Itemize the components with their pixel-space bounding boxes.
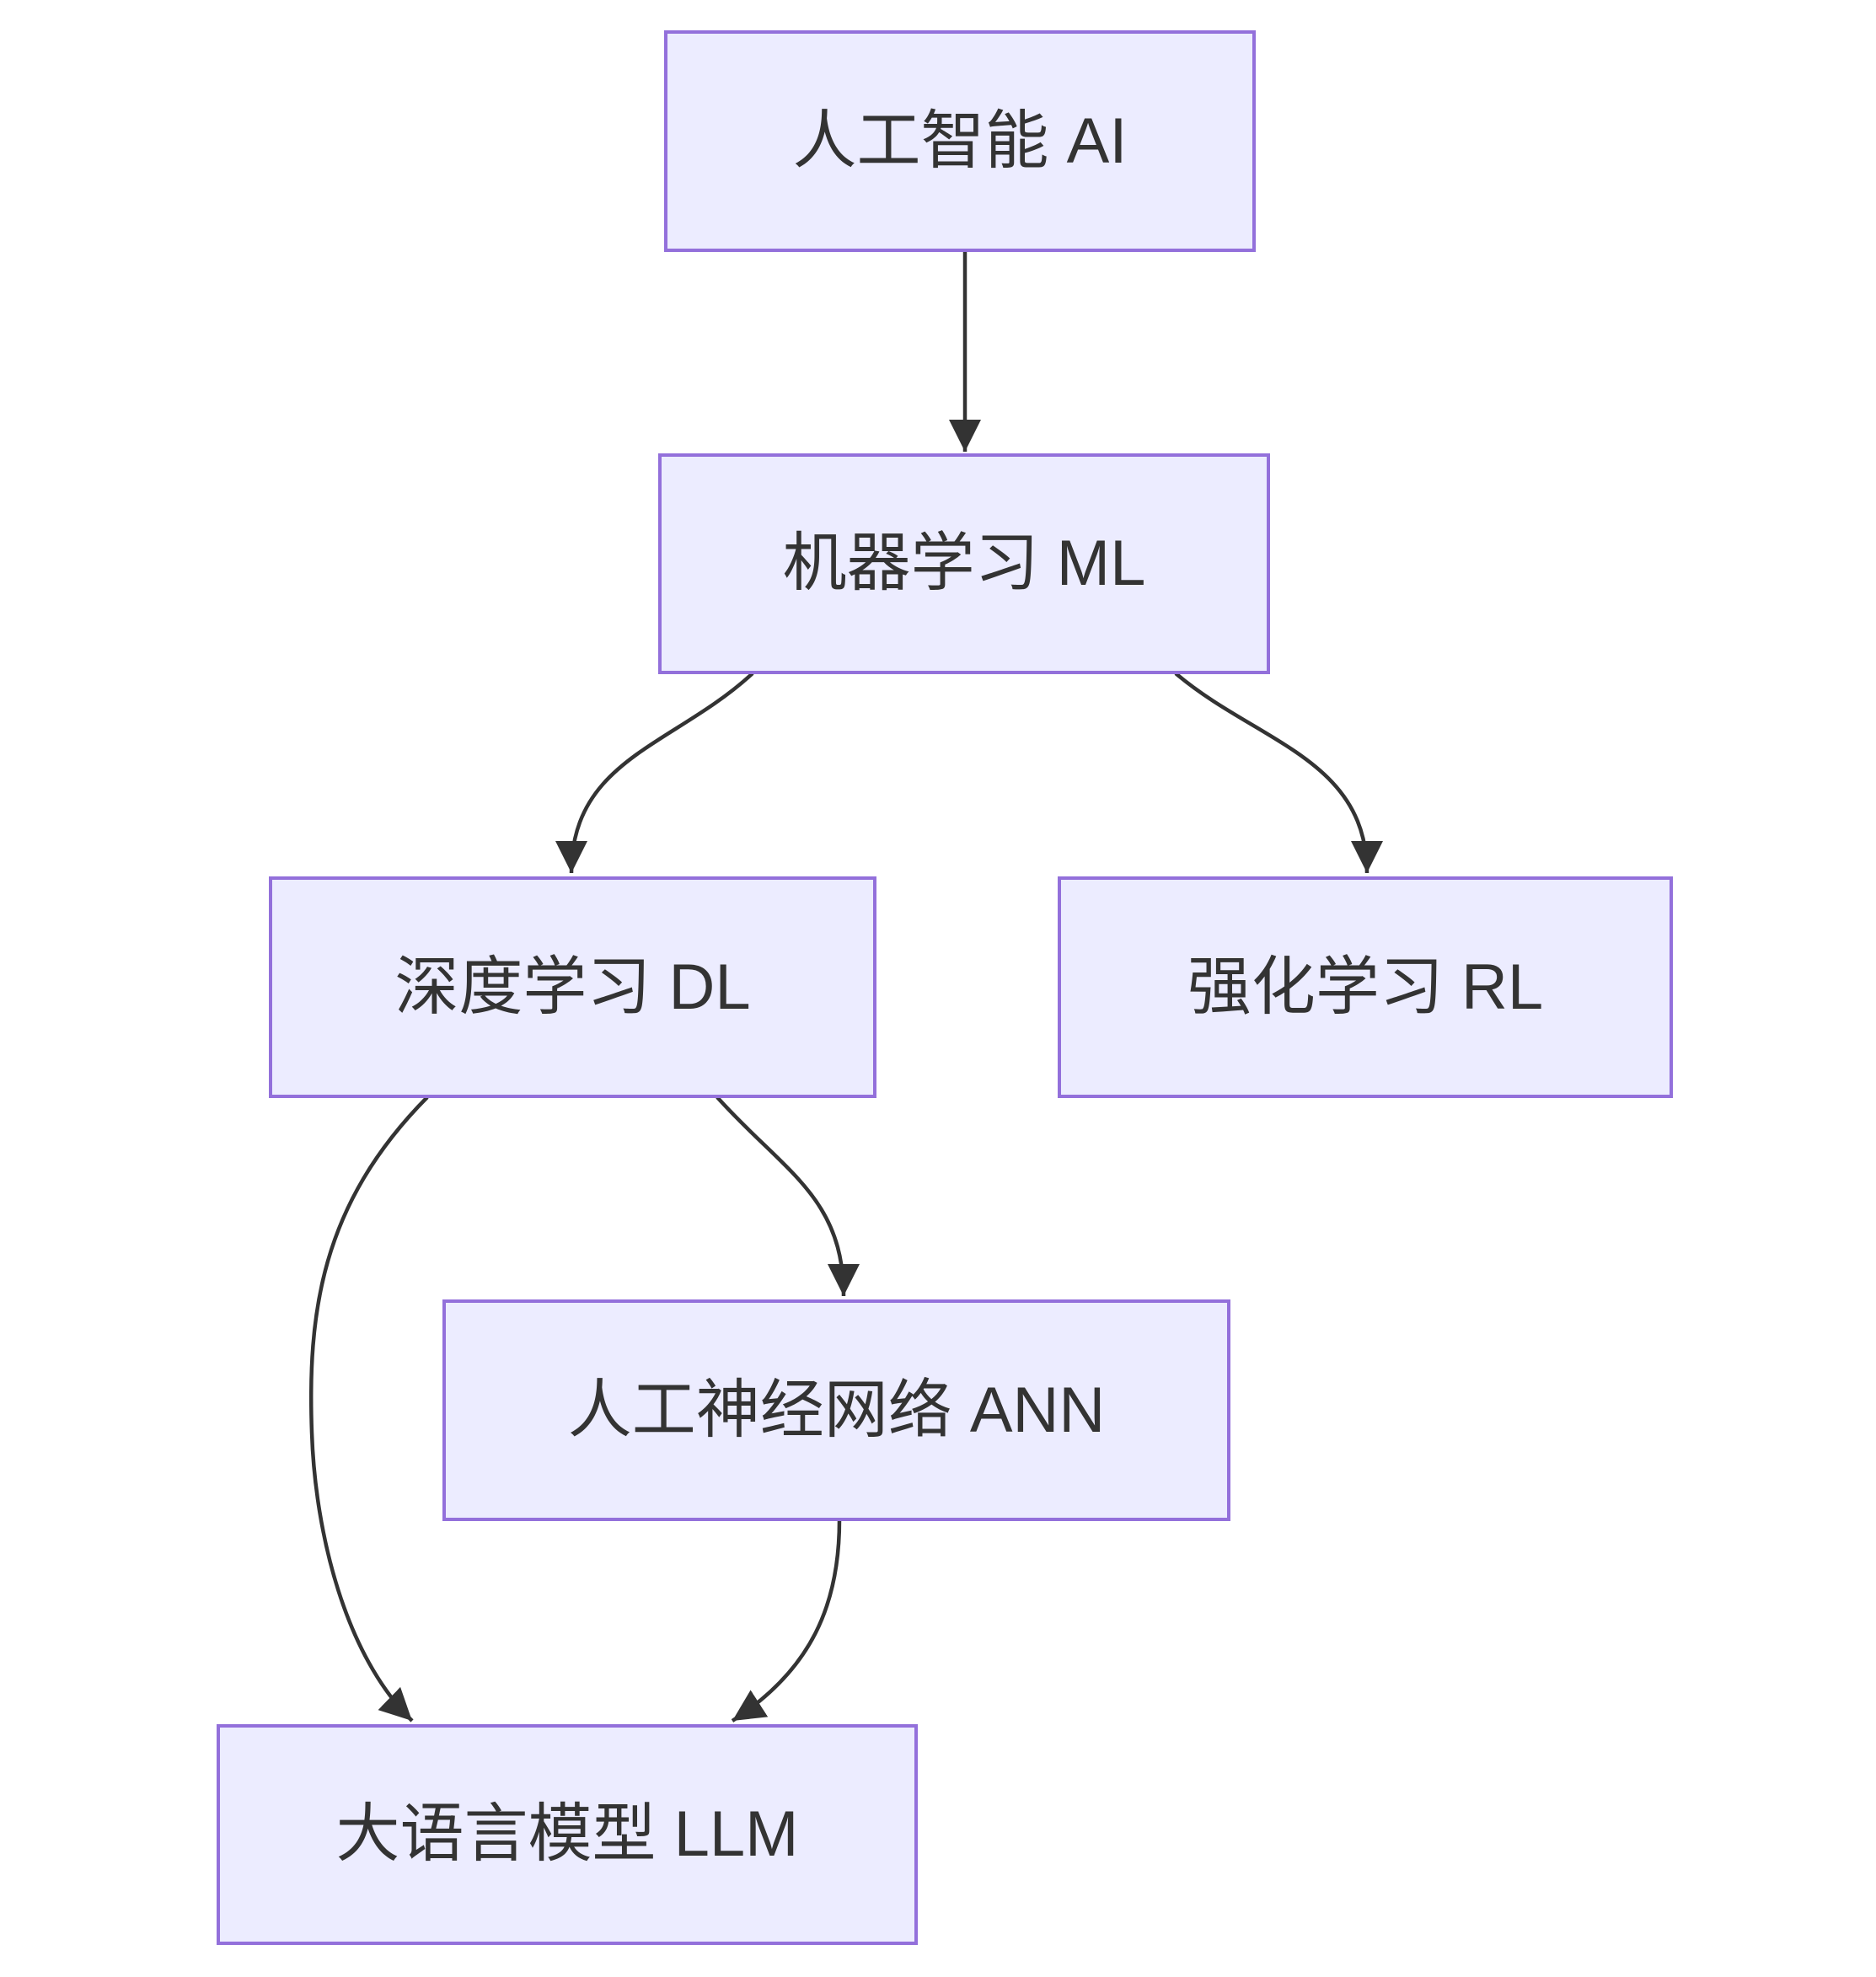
node-machine-learning-label: 机器学习 ML bbox=[782, 528, 1146, 599]
edge-ml-to-rl bbox=[1174, 672, 1383, 874]
edge-ann-to-llm bbox=[731, 1519, 842, 1723]
node-artificial-intelligence: 人工智能 AI bbox=[664, 30, 1256, 252]
edge-ml-to-dl bbox=[555, 672, 754, 874]
node-artificial-neural-network: 人工神经网络 ANN bbox=[442, 1299, 1230, 1521]
node-artificial-intelligence-label: 人工智能 AI bbox=[792, 104, 1128, 177]
node-deep-learning-label: 深度学习 DL bbox=[394, 951, 751, 1023]
node-artificial-neural-network-label: 人工神经网络 ANN bbox=[567, 1374, 1106, 1446]
node-machine-learning: 机器学习 ML bbox=[658, 453, 1270, 674]
edge-dl-to-llm bbox=[308, 1096, 429, 1723]
node-large-language-model: 大语言模型 LLM bbox=[217, 1724, 918, 1945]
node-reinforcement-learning-label: 强化学习 RL bbox=[1187, 951, 1544, 1023]
node-deep-learning: 深度学习 DL bbox=[269, 876, 876, 1098]
edge-dl-to-ann bbox=[716, 1096, 860, 1297]
node-large-language-model-label: 大语言模型 LLM bbox=[335, 1798, 799, 1870]
node-reinforcement-learning: 强化学习 RL bbox=[1058, 876, 1673, 1098]
